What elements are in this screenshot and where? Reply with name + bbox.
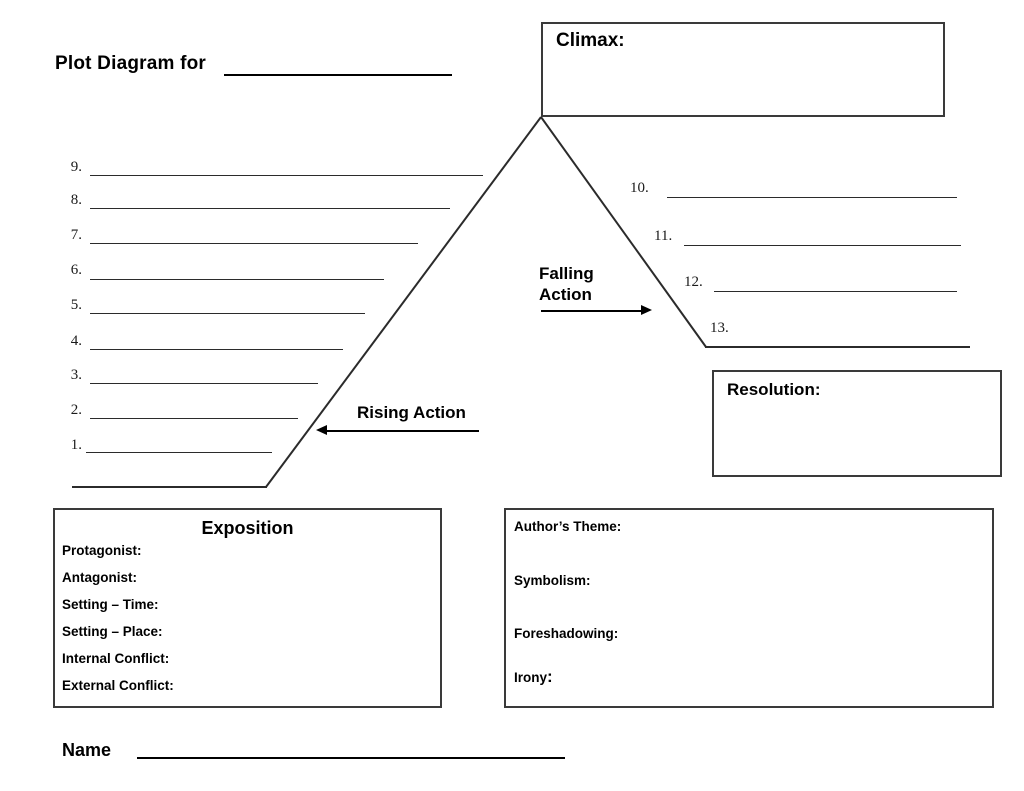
rising-action-arrow-shaft <box>327 430 479 432</box>
rising-item-number-7: 7. <box>70 227 82 243</box>
rising-item-number-2: 2. <box>70 402 82 418</box>
rising-item-number-6: 6. <box>70 262 82 278</box>
exposition-field-antagonist[interactable]: Antagonist: <box>62 570 137 585</box>
rising-action-label: Rising Action <box>357 403 466 422</box>
resolution-box[interactable] <box>712 370 1002 477</box>
rising-item-line-9[interactable] <box>90 175 483 176</box>
climax-box[interactable] <box>541 22 945 117</box>
theme-field-irony-colon: : <box>547 667 553 686</box>
rising-item-number-5: 5. <box>70 297 82 313</box>
rising-item-line-1[interactable] <box>86 452 272 453</box>
exposition-field-setting-place[interactable]: Setting – Place: <box>62 624 163 639</box>
rising-item-line-2[interactable] <box>90 418 298 419</box>
rising-item-number-9: 9. <box>70 159 82 175</box>
theme-field-irony[interactable]: Irony: <box>514 667 553 687</box>
rising-item-number-3: 3. <box>70 367 82 383</box>
rising-item-line-8[interactable] <box>90 208 450 209</box>
rising-item-number-1: 1. <box>70 437 82 453</box>
falling-item-number-12: 12. <box>684 274 703 290</box>
name-input-line[interactable] <box>137 757 565 759</box>
exposition-field-protagonist[interactable]: Protagonist: <box>62 543 142 558</box>
exposition-box[interactable] <box>53 508 442 708</box>
name-label: Name <box>62 740 112 760</box>
falling-action-arrow-head-icon <box>641 304 652 315</box>
rising-item-number-8: 8. <box>70 192 82 208</box>
literary-elements-box[interactable] <box>504 508 994 708</box>
falling-action-label-line1: Falling <box>539 264 594 283</box>
rising-item-line-4[interactable] <box>90 349 343 350</box>
theme-field-authors-theme[interactable]: Author’s Theme: <box>514 519 622 534</box>
title-blank-line[interactable] <box>224 74 452 76</box>
falling-item-line-11[interactable] <box>684 245 961 246</box>
theme-field-foreshadowing[interactable]: Foreshadowing: <box>514 626 619 641</box>
falling-action-label: Falling Action <box>539 263 594 305</box>
falling-action-arrow-shaft <box>541 310 641 312</box>
theme-field-irony-text: Irony <box>514 670 548 685</box>
page-title: Plot Diagram for <box>55 53 206 74</box>
resolution-label: Resolution: <box>727 380 821 399</box>
falling-item-line-10[interactable] <box>667 197 957 198</box>
falling-item-number-11: 11. <box>654 228 673 244</box>
rising-item-number-4: 4. <box>70 333 82 349</box>
falling-item-line-12[interactable] <box>714 291 957 292</box>
rising-item-line-6[interactable] <box>90 279 384 280</box>
rising-action-arrow-head-icon <box>316 424 327 435</box>
climax-label: Climax: <box>556 30 625 51</box>
rising-item-line-3[interactable] <box>90 383 318 384</box>
exposition-field-setting-time[interactable]: Setting – Time: <box>62 597 159 612</box>
falling-action-label-line2: Action <box>539 285 592 304</box>
falling-action-slope <box>540 116 707 348</box>
rising-item-line-5[interactable] <box>90 313 365 314</box>
rising-item-line-7[interactable] <box>90 243 418 244</box>
falling-item-number-10: 10. <box>630 180 649 196</box>
rising-action-slope <box>265 116 542 488</box>
exposition-field-external-conflict[interactable]: External Conflict: <box>62 678 174 693</box>
theme-field-symbolism[interactable]: Symbolism: <box>514 573 591 588</box>
exposition-field-internal-conflict[interactable]: Internal Conflict: <box>62 651 170 666</box>
exposition-title: Exposition <box>201 518 294 538</box>
falling-item-number-13: 13. <box>710 320 729 336</box>
